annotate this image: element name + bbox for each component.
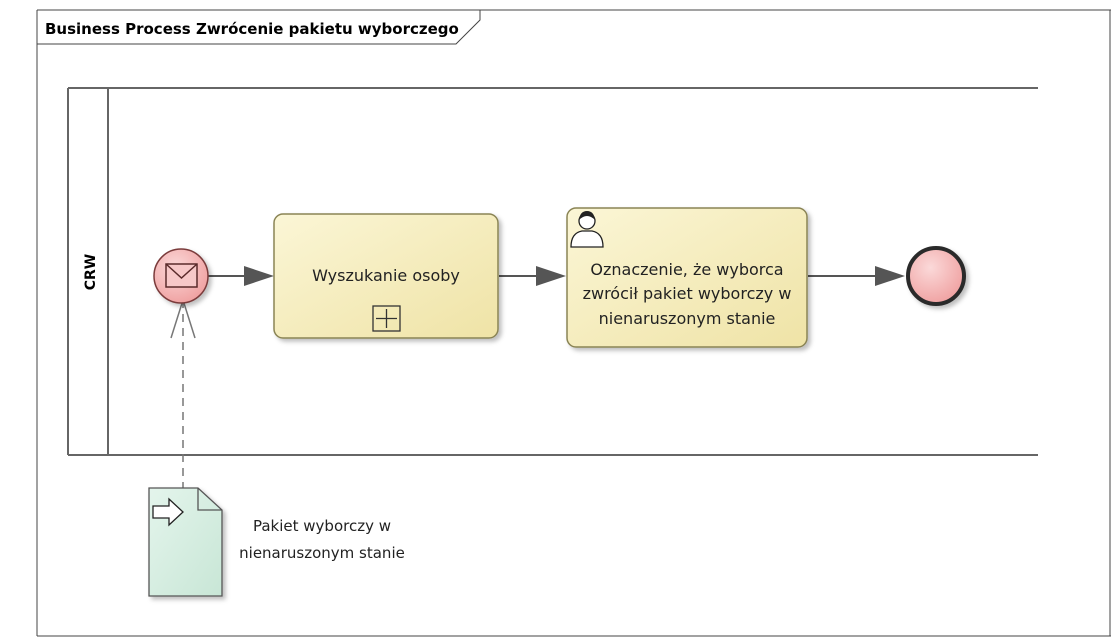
- task-label-line-1: Oznaczenie, że wyborca: [590, 260, 783, 279]
- pool-lane: CRW: [67, 87, 1038, 456]
- diagram-title: Business Process Zwrócenie pakietu wybor…: [45, 20, 459, 38]
- message-start-event[interactable]: [153, 248, 209, 304]
- arrow-right-icon: [152, 497, 184, 527]
- flow-mark-to-end: [808, 266, 905, 286]
- task-label-line-2: zwrócił pakiet wyborczy w: [583, 284, 792, 303]
- lane-label: CRW: [83, 254, 99, 291]
- data-object-label-line-1: Pakiet wyborczy w: [253, 517, 391, 535]
- end-event[interactable]: [906, 246, 966, 306]
- envelope-icon: [165, 263, 198, 288]
- task-label: Wyszukanie osoby: [312, 266, 460, 285]
- data-object-label-line-2: nienaruszonym stanie: [239, 544, 405, 562]
- user-icon: [570, 211, 604, 248]
- sequence-flows: [208, 266, 905, 286]
- task-label-line-3: nienaruszonym stanie: [599, 309, 776, 328]
- flow-search-to-mark: [499, 266, 566, 286]
- diagram-frame: Business Process Zwrócenie pakietu wybor…: [36, 9, 1111, 637]
- task-wyszukanie-osoby[interactable]: Wyszukanie osoby: [273, 213, 499, 339]
- data-association: [170, 297, 196, 488]
- subprocess-plus-icon: [372, 305, 401, 332]
- data-object-input[interactable]: [148, 487, 223, 597]
- flow-start-to-search: [208, 266, 274, 286]
- task-oznaczenie[interactable]: Oznaczenie, że wyborca zwrócił pakiet wy…: [566, 207, 808, 348]
